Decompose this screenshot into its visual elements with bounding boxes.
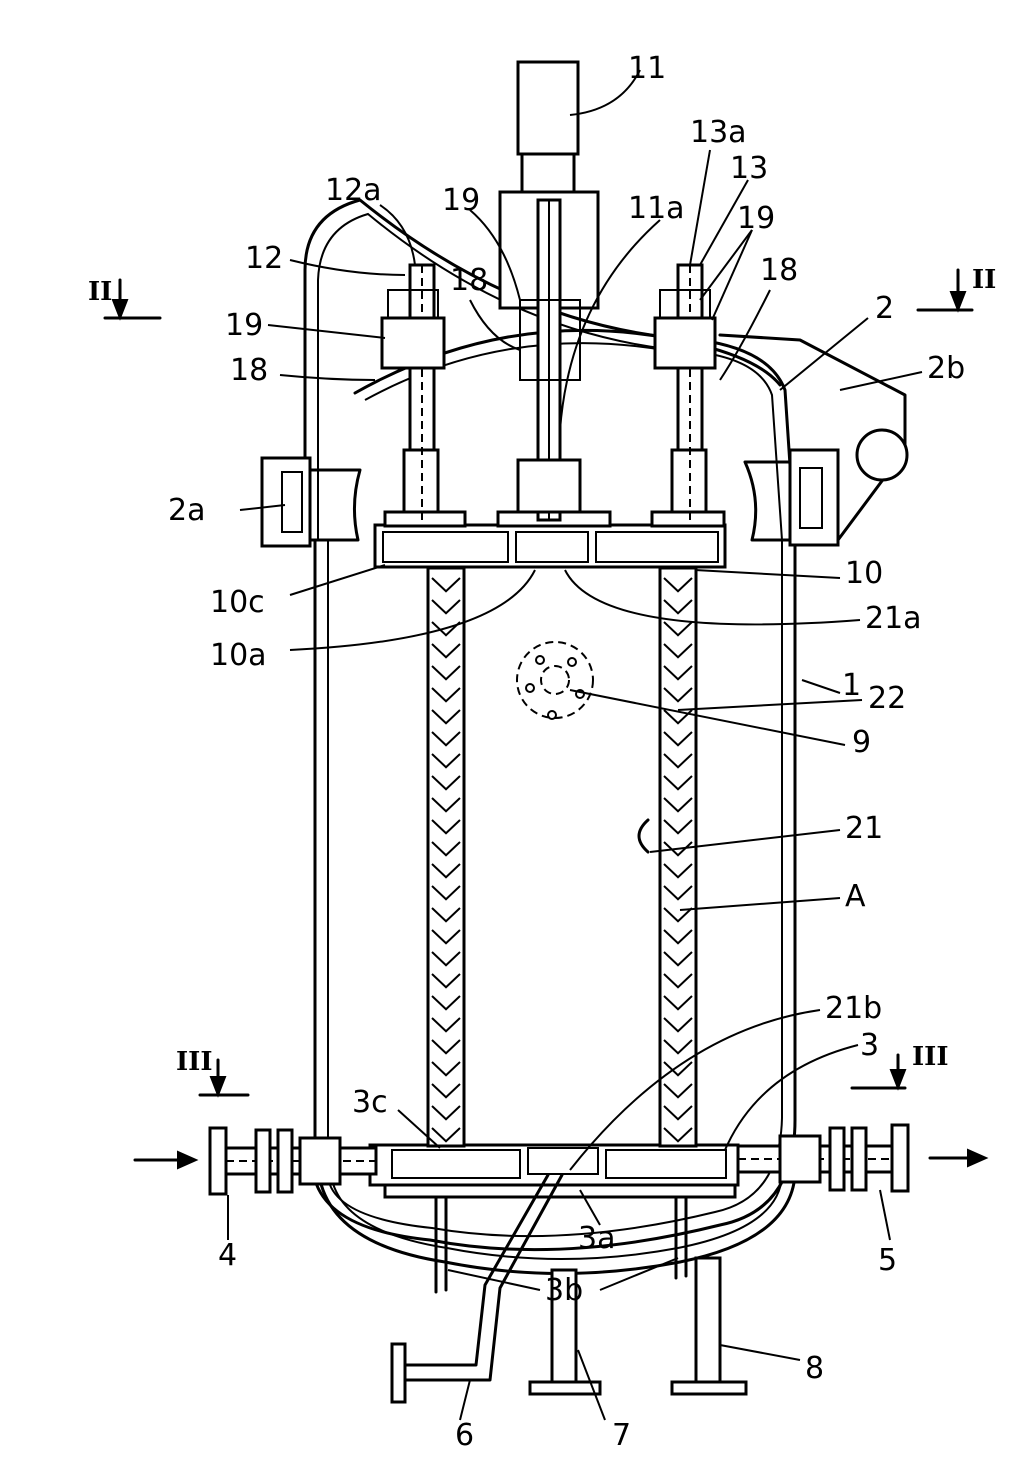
label-19-right: 19 — [737, 201, 775, 236]
label-19-mid: 19 — [442, 183, 480, 218]
label-13a: 13a — [690, 115, 747, 150]
label-3a: 3a — [578, 1221, 615, 1256]
label-21b: 21b — [825, 991, 882, 1026]
nozzle-13 — [655, 265, 715, 520]
label-3: 3 — [860, 1028, 879, 1063]
label-13: 13 — [730, 151, 768, 186]
pipe-8 — [672, 1258, 746, 1394]
label-10: 10 — [845, 556, 883, 591]
section-label-ii-left: II — [88, 277, 112, 307]
label-1: 1 — [842, 668, 861, 703]
label-10a: 10a — [210, 638, 267, 673]
label-18-mid: 18 — [450, 263, 488, 298]
label-21a: 21a — [865, 601, 922, 636]
nozzle-12 — [382, 265, 444, 520]
label-2a: 2a — [168, 493, 205, 528]
label-7: 7 — [612, 1418, 631, 1453]
sight-glass-9 — [517, 642, 593, 719]
flange-2a — [262, 458, 360, 546]
label-21: 21 — [845, 811, 883, 846]
label-22: 22 — [868, 681, 906, 716]
label-19-left: 19 — [225, 308, 263, 343]
section-mark-ii-left: II — [88, 277, 160, 318]
section-label-iii-left: III — [176, 1047, 213, 1077]
label-3c: 3c — [352, 1085, 388, 1120]
section-label-ii-right: II — [972, 265, 996, 295]
label-3b: 3b — [545, 1273, 583, 1308]
section-mark-ii-right: II — [918, 265, 996, 310]
filter-element-right — [660, 568, 696, 1146]
inlet-nozzle-4 — [210, 1128, 376, 1194]
label-A: A — [845, 879, 866, 914]
label-11: 11 — [628, 51, 666, 86]
label-2b: 2b — [927, 351, 965, 386]
label-12a: 12a — [325, 173, 382, 208]
label-9: 9 — [852, 725, 871, 760]
label-8: 8 — [805, 1351, 824, 1386]
label-5: 5 — [878, 1243, 897, 1278]
drive-11 — [500, 62, 598, 520]
label-18-right: 18 — [760, 253, 798, 288]
label-4: 4 — [218, 1238, 237, 1273]
label-6: 6 — [455, 1418, 474, 1453]
label-2: 2 — [875, 291, 894, 326]
label-12: 12 — [245, 241, 283, 276]
section-label-iii-right: III — [912, 1042, 949, 1072]
label-10c: 10c — [210, 585, 265, 620]
section-mark-iii-left: III — [176, 1047, 248, 1095]
port-21 — [639, 820, 648, 852]
label-18-left: 18 — [230, 353, 268, 388]
label-11a: 11a — [628, 191, 685, 226]
filter-element-left — [428, 568, 464, 1146]
